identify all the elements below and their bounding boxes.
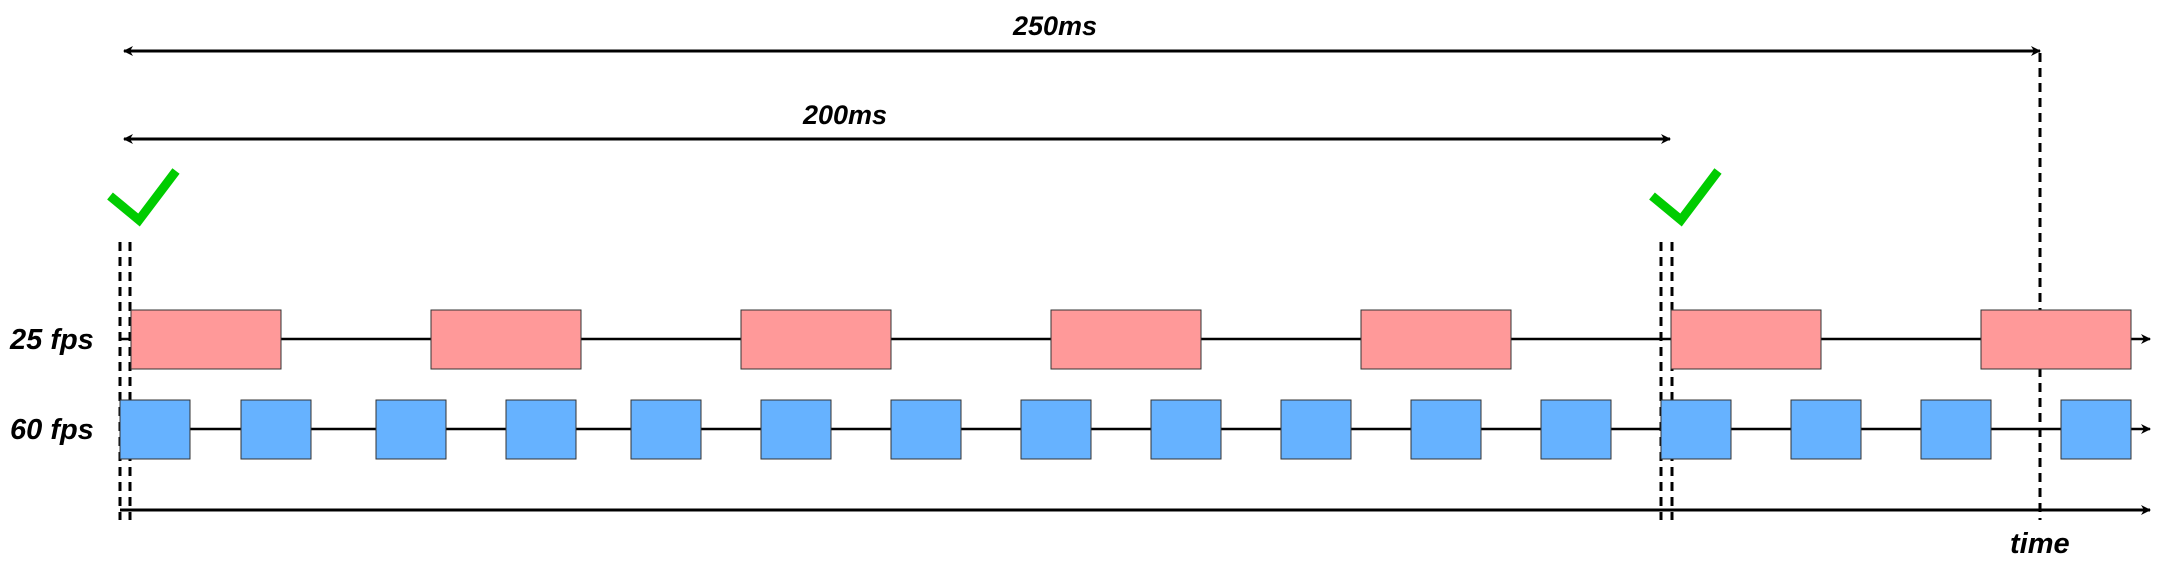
dimension-200ms: 200ms [123,100,1671,144]
time-axis-label: time [2010,528,2070,560]
frame-25fps [1050,309,1202,370]
frame-60fps [119,399,191,460]
frame-25fps [740,309,892,370]
track-label-25fps: 25 fps [9,324,94,356]
track-label-60fps: 60 fps [10,414,94,446]
frame-60fps [375,399,447,460]
frame-60fps [1020,399,1092,460]
frame-60fps [1410,399,1482,460]
frame-60fps [2060,399,2132,460]
checkmark-icon [1649,168,1722,227]
frame-25fps [130,309,282,370]
frame-25fps [1360,309,1512,370]
frame-25fps [1670,309,1822,370]
sync-guides [118,53,2042,520]
frame-60fps [1280,399,1352,460]
frame-60fps [1150,399,1222,460]
frame-60fps [630,399,702,460]
frame-60fps [505,399,577,460]
dimension-250ms: 250ms [123,11,2041,56]
frame-60fps [240,399,312,460]
dimension-label-250ms: 250ms [1012,11,1097,41]
frames-25fps [130,309,2132,370]
frame-60fps [1790,399,1862,460]
frame-60fps [1660,399,1732,460]
frame-60fps [760,399,832,460]
frame-60fps [890,399,962,460]
frame-25fps [1980,309,2132,370]
dimension-label-200ms: 200ms [802,100,887,130]
frame-60fps [1920,399,1992,460]
frame-25fps [430,309,582,370]
frames-60fps [119,399,2132,460]
frame-60fps [1540,399,1612,460]
checkmark-icon [107,168,180,227]
